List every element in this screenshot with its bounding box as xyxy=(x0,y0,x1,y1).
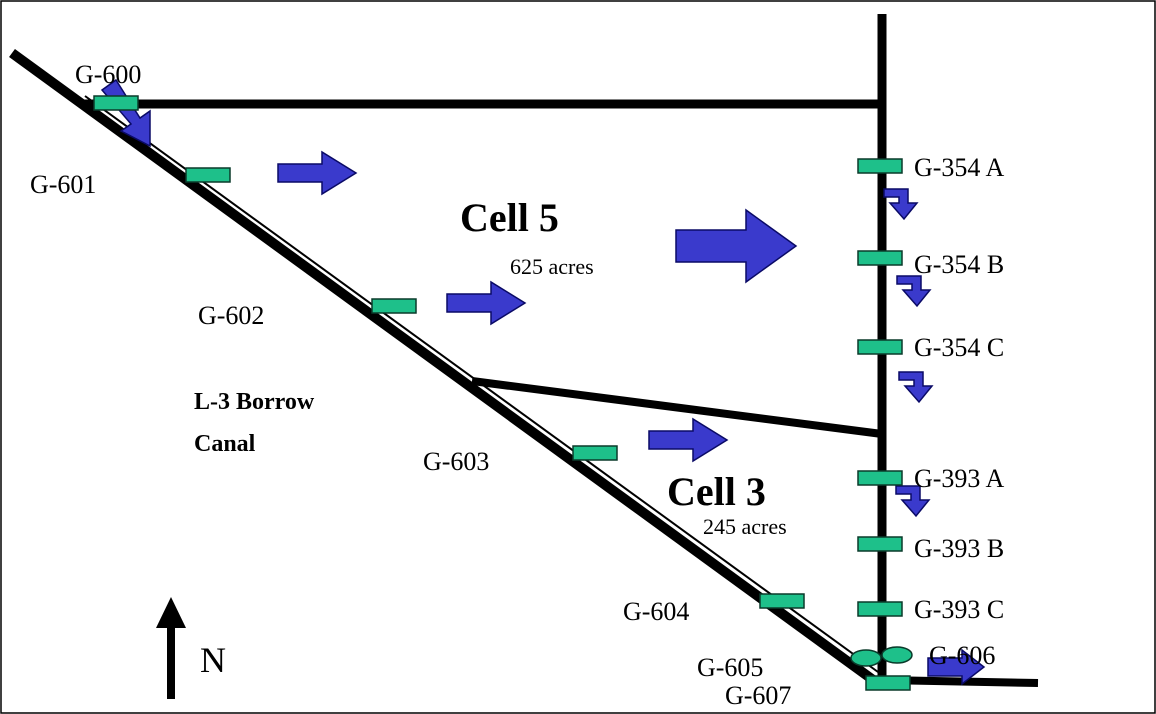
cell3-area: 245 acres xyxy=(703,514,787,539)
structure-g354c xyxy=(857,339,903,355)
structure-g393b xyxy=(857,536,903,552)
label-g601: G-601 xyxy=(30,170,96,199)
north-arrow-head xyxy=(156,597,186,628)
diagonal-levee xyxy=(9,48,883,690)
label-g354a: G-354 A xyxy=(914,153,1005,182)
label-g607: G-607 xyxy=(725,681,791,710)
label-g606: G-606 xyxy=(929,641,995,670)
label-g354c: G-354 C xyxy=(914,333,1004,362)
flow-arrow-cell3 xyxy=(648,418,728,462)
structure-g603 xyxy=(572,445,618,461)
flow-arrow-g354b xyxy=(896,275,931,307)
flow-arrow-cell5-b xyxy=(446,281,526,325)
levees xyxy=(9,14,1039,690)
flow-arrows xyxy=(100,78,986,686)
structure-g604 xyxy=(759,593,805,609)
structure-labels: G-600 G-601 G-602 G-603 G-604 G-605 G-60… xyxy=(30,60,1005,710)
structure-g600 xyxy=(93,95,139,111)
label-g600: G-600 xyxy=(75,60,141,89)
label-g605: G-605 xyxy=(697,653,763,682)
label-g393b: G-393 B xyxy=(914,534,1004,563)
north-arrow: N xyxy=(156,597,226,699)
structure-g393a xyxy=(857,470,903,486)
flow-arrow-g354c xyxy=(898,371,933,403)
structure-g354a xyxy=(857,158,903,174)
cell5-title: Cell 5 xyxy=(460,195,559,240)
canal-label-line1: L-3 Borrow xyxy=(194,389,315,415)
cell5-area: 625 acres xyxy=(510,254,594,279)
structure-g606 xyxy=(881,646,913,664)
label-g354b: G-354 B xyxy=(914,250,1004,279)
structure-g601 xyxy=(185,167,231,183)
label-g393c: G-393 C xyxy=(914,595,1004,624)
label-g602: G-602 xyxy=(198,301,264,330)
label-g604: G-604 xyxy=(623,597,689,626)
canal-label-line2: Canal xyxy=(194,431,256,457)
structure-g393c xyxy=(857,601,903,617)
structure-g354b xyxy=(857,250,903,266)
structures xyxy=(93,95,913,691)
label-g603: G-603 xyxy=(423,447,489,476)
structure-g602 xyxy=(371,298,417,314)
cell3-title: Cell 3 xyxy=(667,469,766,514)
flow-arrow-g606 xyxy=(927,648,986,686)
flow-arrow-g354a xyxy=(883,188,918,220)
structure-g605 xyxy=(850,649,882,667)
flow-arrow-cell5-a xyxy=(277,151,357,195)
north-label: N xyxy=(200,640,226,680)
flow-arrow-cell5-big xyxy=(675,209,797,283)
structure-g607 xyxy=(865,675,911,691)
label-g393a: G-393 A xyxy=(914,464,1005,493)
divider-levee xyxy=(471,377,883,438)
